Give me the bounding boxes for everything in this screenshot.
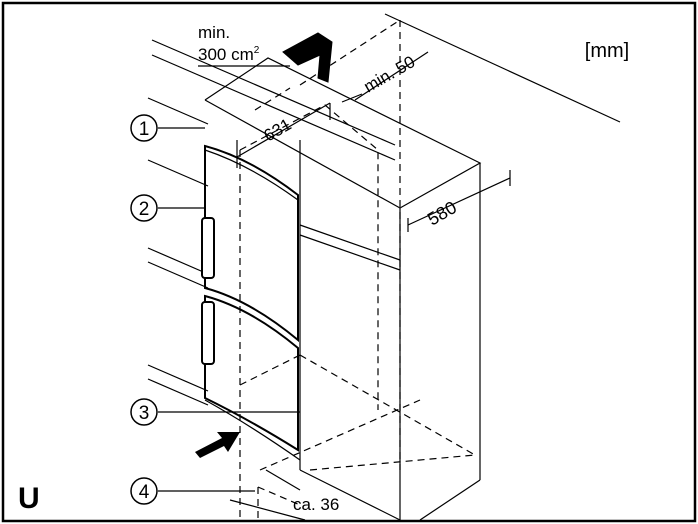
appliance xyxy=(201,144,301,461)
callout-1: 1 xyxy=(130,114,158,142)
ventilation-label-line2: 300 cm2 xyxy=(198,45,260,64)
callout-number: 3 xyxy=(139,403,150,424)
dimension-top-gap: min. 50 xyxy=(361,52,419,96)
cabinet-housing xyxy=(204,57,482,521)
callout-number: 2 xyxy=(139,199,150,220)
dimension-bottom-gap: ca. 36 xyxy=(293,495,339,514)
ventilation-superscript: 2 xyxy=(254,45,260,56)
lower-door xyxy=(204,294,299,452)
air-outlet-arrow xyxy=(282,32,333,83)
lower-handle xyxy=(201,301,215,365)
niche-dashed-outline xyxy=(239,19,476,520)
air-inlet-arrow xyxy=(195,432,240,458)
callout-3: 3 xyxy=(130,398,158,426)
callout-leaders xyxy=(158,127,300,492)
ventilation-label-line1: min. xyxy=(198,23,230,42)
callout-number: 4 xyxy=(139,482,150,503)
dimension-lines xyxy=(198,51,511,491)
upper-handle xyxy=(201,217,215,279)
unit-label: [mm] xyxy=(585,40,629,62)
callout-number: 1 xyxy=(139,119,150,140)
dimension-depth: 580 xyxy=(424,197,460,229)
ventilation-area: 300 cm xyxy=(198,45,254,64)
corner-letter: U xyxy=(18,482,40,515)
reference-lines xyxy=(147,13,621,521)
callout-4: 4 xyxy=(130,477,158,505)
upper-door xyxy=(204,144,299,343)
callout-2: 2 xyxy=(130,194,158,222)
